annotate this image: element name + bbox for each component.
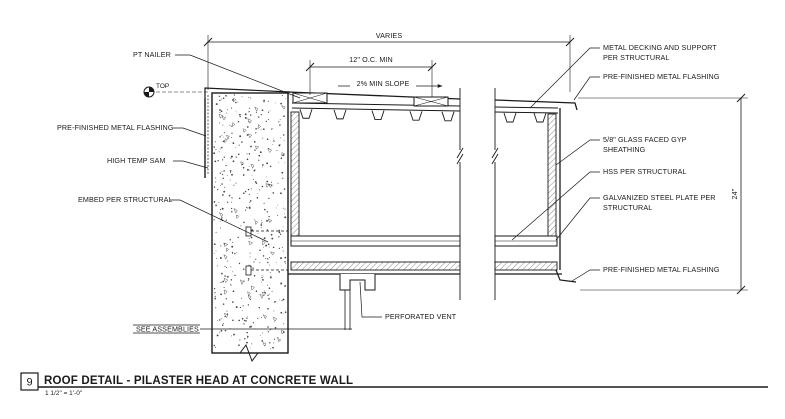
- callout-metal-decking: METAL DECKING AND SUPPORT PER STRUCTURAL: [529, 43, 717, 109]
- svg-text:PERFORATED VENT: PERFORATED VENT: [385, 312, 457, 321]
- top-marker-text: TOP: [156, 83, 169, 90]
- dim-height-text: 24": [730, 188, 739, 199]
- svg-text:METAL DECKING AND SUPPORT: METAL DECKING AND SUPPORT: [603, 43, 717, 52]
- dim-varies-text: VARIES: [376, 31, 403, 40]
- dimension-varies: VARIES: [203, 31, 575, 92]
- svg-text:SEE ASSEMBLIES: SEE ASSEMBLIES: [136, 325, 199, 334]
- callout-embed: EMBED PER STRUCTURAL: [78, 195, 269, 243]
- svg-text:PRE-FINISHED METAL FLASHING: PRE-FINISHED METAL FLASHING: [603, 265, 720, 274]
- svg-text:5/8" GLASS FACED GYP: 5/8" GLASS FACED GYP: [603, 135, 687, 144]
- svg-text:GALVANIZED STEEL PLATE PER: GALVANIZED STEEL PLATE PER: [603, 193, 716, 202]
- slope-indicator: 2% MIN SLOPE: [338, 79, 443, 88]
- dimension-spacing: 12" O.C. MIN: [305, 55, 437, 97]
- callout-high-temp-sam: HIGH TEMP SAM: [107, 156, 209, 169]
- metal-deck-flutes: [299, 109, 547, 123]
- svg-text:STRUCTURAL: STRUCTURAL: [603, 203, 652, 212]
- slope-text: 2% MIN SLOPE: [357, 79, 410, 88]
- svg-text:HSS PER STRUCTURAL: HSS PER STRUCTURAL: [603, 167, 687, 176]
- concrete-stipple: [213, 94, 287, 350]
- detail-title: ROOF DETAIL - PILASTER HEAD AT CONCRETE …: [44, 375, 353, 387]
- roof-cap: [287, 91, 578, 123]
- callout-gyp-sheathing: 5/8" GLASS FACED GYP SHEATHING: [555, 135, 687, 166]
- callout-metal-flashing-bottom: PRE-FINISHED METAL FLASHING: [571, 265, 720, 282]
- svg-text:PER STRUCTURAL: PER STRUCTURAL: [603, 53, 670, 62]
- callout-hss: HSS PER STRUCTURAL: [511, 167, 687, 241]
- top-of-wall-marker: TOP: [143, 83, 210, 98]
- dimension-height: 24": [578, 93, 748, 295]
- callout-perforated-vent: PERFORATED VENT: [359, 281, 457, 321]
- callout-see-assemblies: SEE ASSEMBLIES: [133, 325, 352, 334]
- svg-text:HIGH TEMP SAM: HIGH TEMP SAM: [107, 156, 166, 165]
- svg-text:PT NAILER: PT NAILER: [133, 50, 171, 59]
- concrete-wall: [211, 92, 289, 363]
- svg-text:PRE-FINISHED METAL FLASHING: PRE-FINISHED METAL FLASHING: [57, 123, 174, 132]
- callout-pt-nailer: PT NAILER: [133, 50, 301, 99]
- callout-steel-plate: GALVANIZED STEEL PLATE PER STRUCTURAL: [555, 193, 716, 241]
- title-block: 9 ROOF DETAIL - PILASTER HEAD AT CONCRET…: [20, 372, 768, 397]
- svg-text:PRE-FINISHED METAL FLASHING: PRE-FINISHED METAL FLASHING: [603, 72, 720, 81]
- hss-and-plate: [288, 235, 562, 330]
- detail-number: 9: [26, 377, 32, 389]
- callout-metal-flashing-top: PRE-FINISHED METAL FLASHING: [573, 72, 720, 101]
- callout-metal-flashing-left: PRE-FINISHED METAL FLASHING: [57, 123, 207, 137]
- dim-spacing-text: 12" O.C. MIN: [349, 55, 393, 64]
- left-flashing: [204, 87, 291, 178]
- pilaster-frame: [290, 88, 577, 300]
- svg-text:SHEATHING: SHEATHING: [603, 145, 646, 154]
- svg-text:EMBED PER STRUCTURAL: EMBED PER STRUCTURAL: [78, 195, 173, 204]
- detail-scale: 1 1/2" = 1'-0": [45, 390, 83, 397]
